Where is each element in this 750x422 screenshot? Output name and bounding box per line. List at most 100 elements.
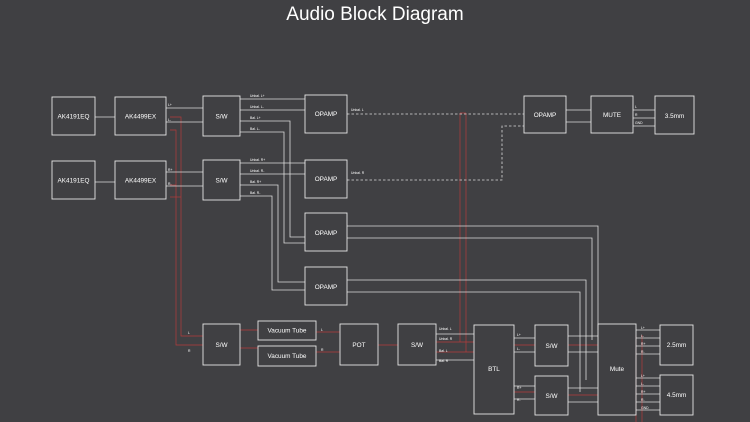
label-tube1-out: L xyxy=(321,328,323,332)
label-m2-rp: R+ xyxy=(641,342,645,346)
wire-red-1 xyxy=(170,129,203,346)
sw-top[interactable]: S/W xyxy=(202,95,241,137)
label-dac2-r-minus: R- xyxy=(168,182,172,186)
sw-tube[interactable]: S/W xyxy=(202,323,241,366)
wire-13 xyxy=(240,184,305,283)
ak4191eq-bottom-label: AK4191EQ xyxy=(58,178,90,185)
label-sw1-unbal-lp: Unbal. L+ xyxy=(250,94,265,98)
label-m2-lp2: L+ xyxy=(641,374,645,378)
label-btl-lp: L+ xyxy=(517,333,521,337)
pot[interactable]: POT xyxy=(339,323,379,366)
vacuum-tube-1[interactable]: Vacuum Tube xyxy=(257,320,317,341)
label-sw1-unbal-lm: Unbal. L- xyxy=(250,105,264,109)
label-sw2-bal-rp: Bal. R+ xyxy=(250,180,261,184)
wire-10 xyxy=(240,131,305,244)
mute-bottom[interactable]: Mute xyxy=(597,323,637,416)
label-dac1-l-plus: L+ xyxy=(168,103,172,107)
label-swt-l: L xyxy=(188,331,190,335)
label-m2-rp2: R+ xyxy=(641,390,645,394)
opamp-2-label: OPAMP xyxy=(315,176,338,183)
label-mute-r: R xyxy=(635,113,638,117)
sw-btl-bottom-label: S/W xyxy=(545,393,558,400)
pot-label: POT xyxy=(352,342,365,349)
vacuum-tube-1-label: Vacuum Tube xyxy=(268,328,307,335)
label-sw1-bal-lm: Bal. L- xyxy=(250,127,260,131)
label-mute-l: L xyxy=(635,105,637,109)
sw-mid[interactable]: S/W xyxy=(202,159,241,201)
label-swp-unbal-r: Unbal. R xyxy=(439,337,453,341)
ak4499ex-top-label: AK4499EX xyxy=(125,114,157,121)
opamp-3[interactable]: OPAMP xyxy=(304,212,348,252)
wire-17 xyxy=(347,279,587,380)
label-swt-r: R xyxy=(188,349,191,353)
sw-pot-label: S/W xyxy=(411,342,424,349)
label-tube2-out: R xyxy=(321,348,324,352)
opamp-out[interactable]: OPAMP xyxy=(523,95,567,134)
mute-bottom-label: Mute xyxy=(610,366,625,373)
label-m2-lm2: L- xyxy=(641,382,644,386)
label-sw2-bal-rm: Bal. R- xyxy=(250,191,260,195)
ak4191eq-bottom[interactable]: AK4191EQ xyxy=(51,160,96,200)
mute-top[interactable]: MUTE xyxy=(590,95,634,134)
sw-top-label: S/W xyxy=(215,114,228,121)
sw-mid-label: S/W xyxy=(215,178,228,185)
label-btl-lm: L- xyxy=(517,347,520,351)
label-swp-bal-r: Bal. R xyxy=(439,359,449,363)
page-title: Audio Block Diagram xyxy=(286,4,464,25)
dashed-wire-2 xyxy=(347,125,524,181)
label-op1-out: Unbal. L xyxy=(351,108,364,112)
dashed-wires xyxy=(347,113,524,181)
white-wires xyxy=(95,98,660,411)
wire-16 xyxy=(347,237,593,340)
btl[interactable]: BTL xyxy=(473,324,515,415)
opamp-3-label: OPAMP xyxy=(315,230,338,237)
label-dac1-l-minus: L- xyxy=(168,118,171,122)
vacuum-tube-2-label: Vacuum Tube xyxy=(268,353,307,360)
label-btl-rp: R+ xyxy=(517,386,521,390)
label-sw2-unbal-rm: Unbal. R- xyxy=(250,169,264,173)
wire-9 xyxy=(240,120,305,238)
opamp-1[interactable]: OPAMP xyxy=(304,94,348,134)
label-m2-lm: L- xyxy=(641,334,644,338)
btl-label: BTL xyxy=(488,366,500,373)
label-mute-gnd: GND xyxy=(635,121,643,125)
jack-45mm[interactable]: 4.5mm xyxy=(659,374,694,416)
wire-14 xyxy=(240,195,305,291)
ak4191eq-top[interactable]: AK4191EQ xyxy=(51,96,96,136)
ak4499ex-bottom-label: AK4499EX xyxy=(125,178,157,185)
opamp-out-label: OPAMP xyxy=(534,112,557,119)
sw-btl-bottom[interactable]: S/W xyxy=(534,375,569,416)
label-dac2-r-plus: R+ xyxy=(168,168,172,172)
opamp-4[interactable]: OPAMP xyxy=(304,266,348,306)
label-swp-unbal-l: Unbal. L xyxy=(439,327,452,331)
blocks: AK4191EQ AK4499EX S/W OPAMP OPAMP MUTE xyxy=(51,94,695,416)
sw-tube-label: S/W xyxy=(215,342,228,349)
sw-btl-top[interactable]: S/W xyxy=(534,324,569,367)
label-sw2-unbal-rp: Unbal. R+ xyxy=(250,158,265,162)
jack-25mm[interactable]: 2.5mm xyxy=(659,324,694,366)
opamp-2[interactable]: OPAMP xyxy=(304,159,348,199)
mute-top-label: MUTE xyxy=(603,112,621,119)
sw-pot[interactable]: S/W xyxy=(397,323,437,366)
signal-labels: L+ L- R+ R- Unbal. L+ Unbal. L- Bal. L+ … xyxy=(168,94,649,410)
wire-15 xyxy=(347,225,599,330)
label-m2-rm2: R- xyxy=(641,398,645,402)
jack-35mm-label: 3.5mm xyxy=(665,113,685,120)
wire-18 xyxy=(347,291,581,392)
ak4499ex-bottom[interactable]: AK4499EX xyxy=(114,160,167,200)
opamp-1-label: OPAMP xyxy=(315,111,338,118)
jack-25mm-label: 2.5mm xyxy=(667,342,687,349)
wire-red-2 xyxy=(170,116,203,337)
label-m2-gnd: GND xyxy=(641,406,649,410)
opamp-4-label: OPAMP xyxy=(315,284,338,291)
jack-45mm-label: 4.5mm xyxy=(667,392,687,399)
vacuum-tube-2[interactable]: Vacuum Tube xyxy=(257,345,317,367)
ak4499ex-top[interactable]: AK4499EX xyxy=(114,96,167,136)
label-m2-rm: R- xyxy=(641,350,645,354)
label-m2-lp: L+ xyxy=(641,326,645,330)
label-btl-rm: R- xyxy=(517,398,521,402)
ak4191eq-top-label: AK4191EQ xyxy=(58,114,90,121)
jack-35mm[interactable]: 3.5mm xyxy=(654,95,695,135)
